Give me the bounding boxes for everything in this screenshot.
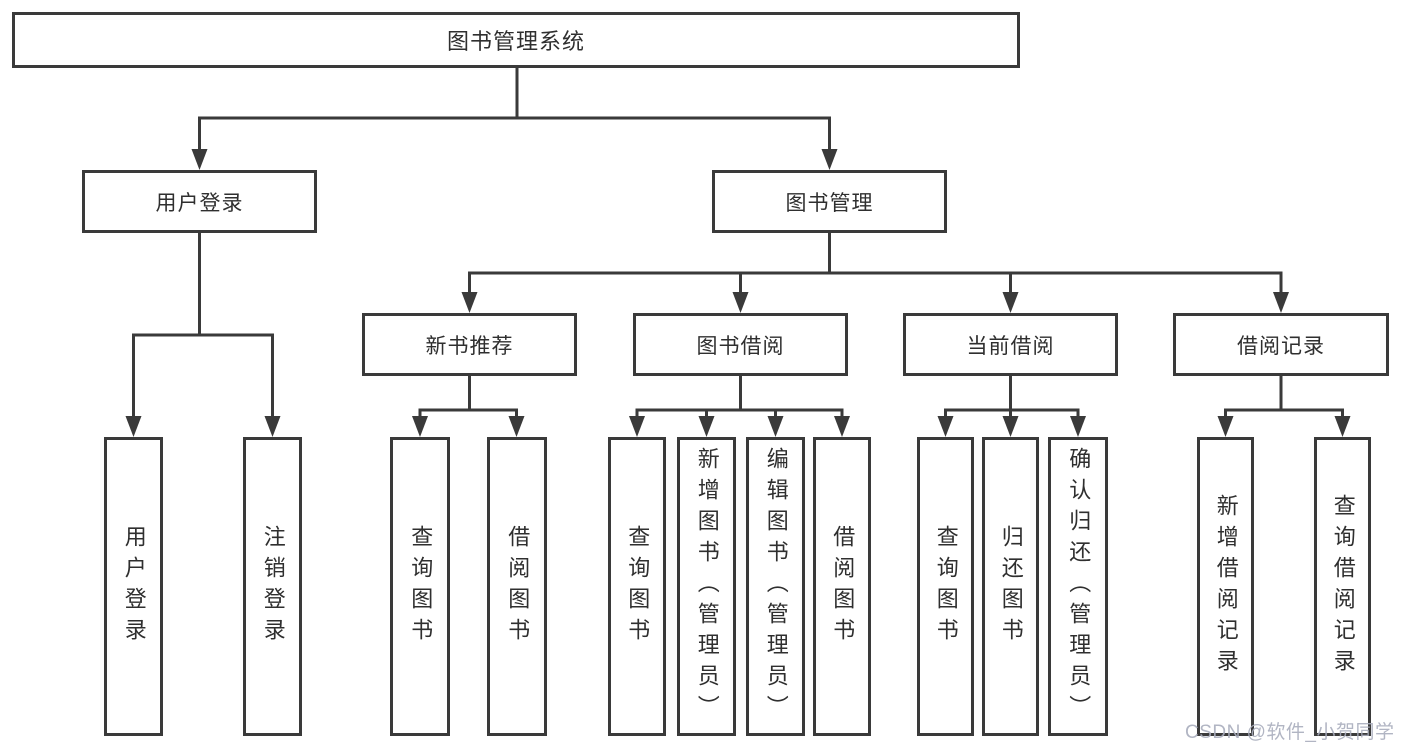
leaf-add-borrow-record: 新增借阅记录 [1197,437,1254,736]
node-current-borrowing: 当前借阅 [903,313,1118,376]
arrow-icon [1334,416,1351,437]
arrow-icon [1070,416,1086,437]
node-borrow-records: 借阅记录 [1173,313,1389,376]
connector-new-book [418,374,518,421]
node-label: 注销登录 [260,524,286,649]
arrow-icon [264,416,281,437]
arrow-icon [937,416,954,437]
leaf-logout-login: 注销登录 [243,437,302,736]
node-label: 查询图书 [933,524,959,649]
leaf-return-books: 归还图书 [982,437,1039,736]
arrow-icon [412,416,428,437]
node-book-borrowing: 图书借阅 [633,313,848,376]
node-label: 查询借阅记录 [1330,493,1356,680]
arrow-icon [1217,416,1234,437]
leaf-borrow-books: 借阅图书 [813,437,871,736]
leaf-user-login: 用户登录 [104,437,163,736]
arrow-icon [125,416,142,437]
arrow-icon [732,292,749,313]
leaf-query-borrow-record: 查询借阅记录 [1314,437,1371,736]
arrow-icon [629,416,645,437]
leaf-query-books-recommend: 查询图书 [390,437,450,736]
node-label: 编辑图书（管理员） [763,447,789,726]
arrow-icon [767,416,784,437]
connector-borrow-records [1224,374,1344,421]
node-label: 用户登录 [121,524,147,649]
leaf-confirm-return-admin: 确认归还（管理员） [1048,437,1108,736]
node-label: 图书管理 [785,191,874,215]
node-system-root: 图书管理系统 [12,12,1020,68]
node-label: 查询图书 [408,524,434,649]
node-label: 图书管理系统 [446,29,585,54]
arrow-icon [508,416,525,437]
node-label: 归还图书 [998,524,1024,649]
connector-user-login [132,231,274,421]
watermark: CSDN @软件_小贺同学 [1185,722,1395,743]
node-label: 新增借阅记录 [1213,493,1239,680]
arrow-icon [698,416,715,437]
arrow-icon [1273,292,1289,313]
arrow-icon [821,149,838,170]
node-book-management-branch: 图书管理 [712,170,947,233]
arrow-icon [1002,416,1019,437]
node-new-book-recommend: 新书推荐 [362,313,577,376]
leaf-add-books-admin: 新增图书（管理员） [677,437,736,736]
node-label: 用户登录 [155,191,244,215]
node-label: 新书推荐 [425,334,514,358]
leaf-borrow-books-recommend: 借阅图书 [487,437,547,736]
connector-book-borrowing [635,374,844,421]
node-user-login-branch: 用户登录 [82,170,317,233]
node-label: 借阅记录 [1237,334,1325,358]
connector-current-borrowing [944,374,1080,421]
node-label: 借阅图书 [830,524,856,649]
node-label: 借阅图书 [505,524,531,649]
arrow-icon [461,292,478,313]
node-label: 当前借阅 [966,334,1055,358]
arrow-icon [834,416,850,437]
connector-book-management [468,231,1283,297]
node-label: 查询图书 [625,524,651,649]
connector-root [198,64,831,153]
leaf-query-books-borrowing: 查询图书 [608,437,666,736]
arrow-icon [191,149,208,170]
arrow-icon [1002,292,1019,313]
node-label: 新增图书（管理员） [694,447,720,726]
leaf-edit-books-admin: 编辑图书（管理员） [746,437,805,736]
node-label: 确认归还（管理员） [1066,447,1092,726]
leaf-query-books-current: 查询图书 [917,437,974,736]
node-label: 图书借阅 [696,334,785,358]
